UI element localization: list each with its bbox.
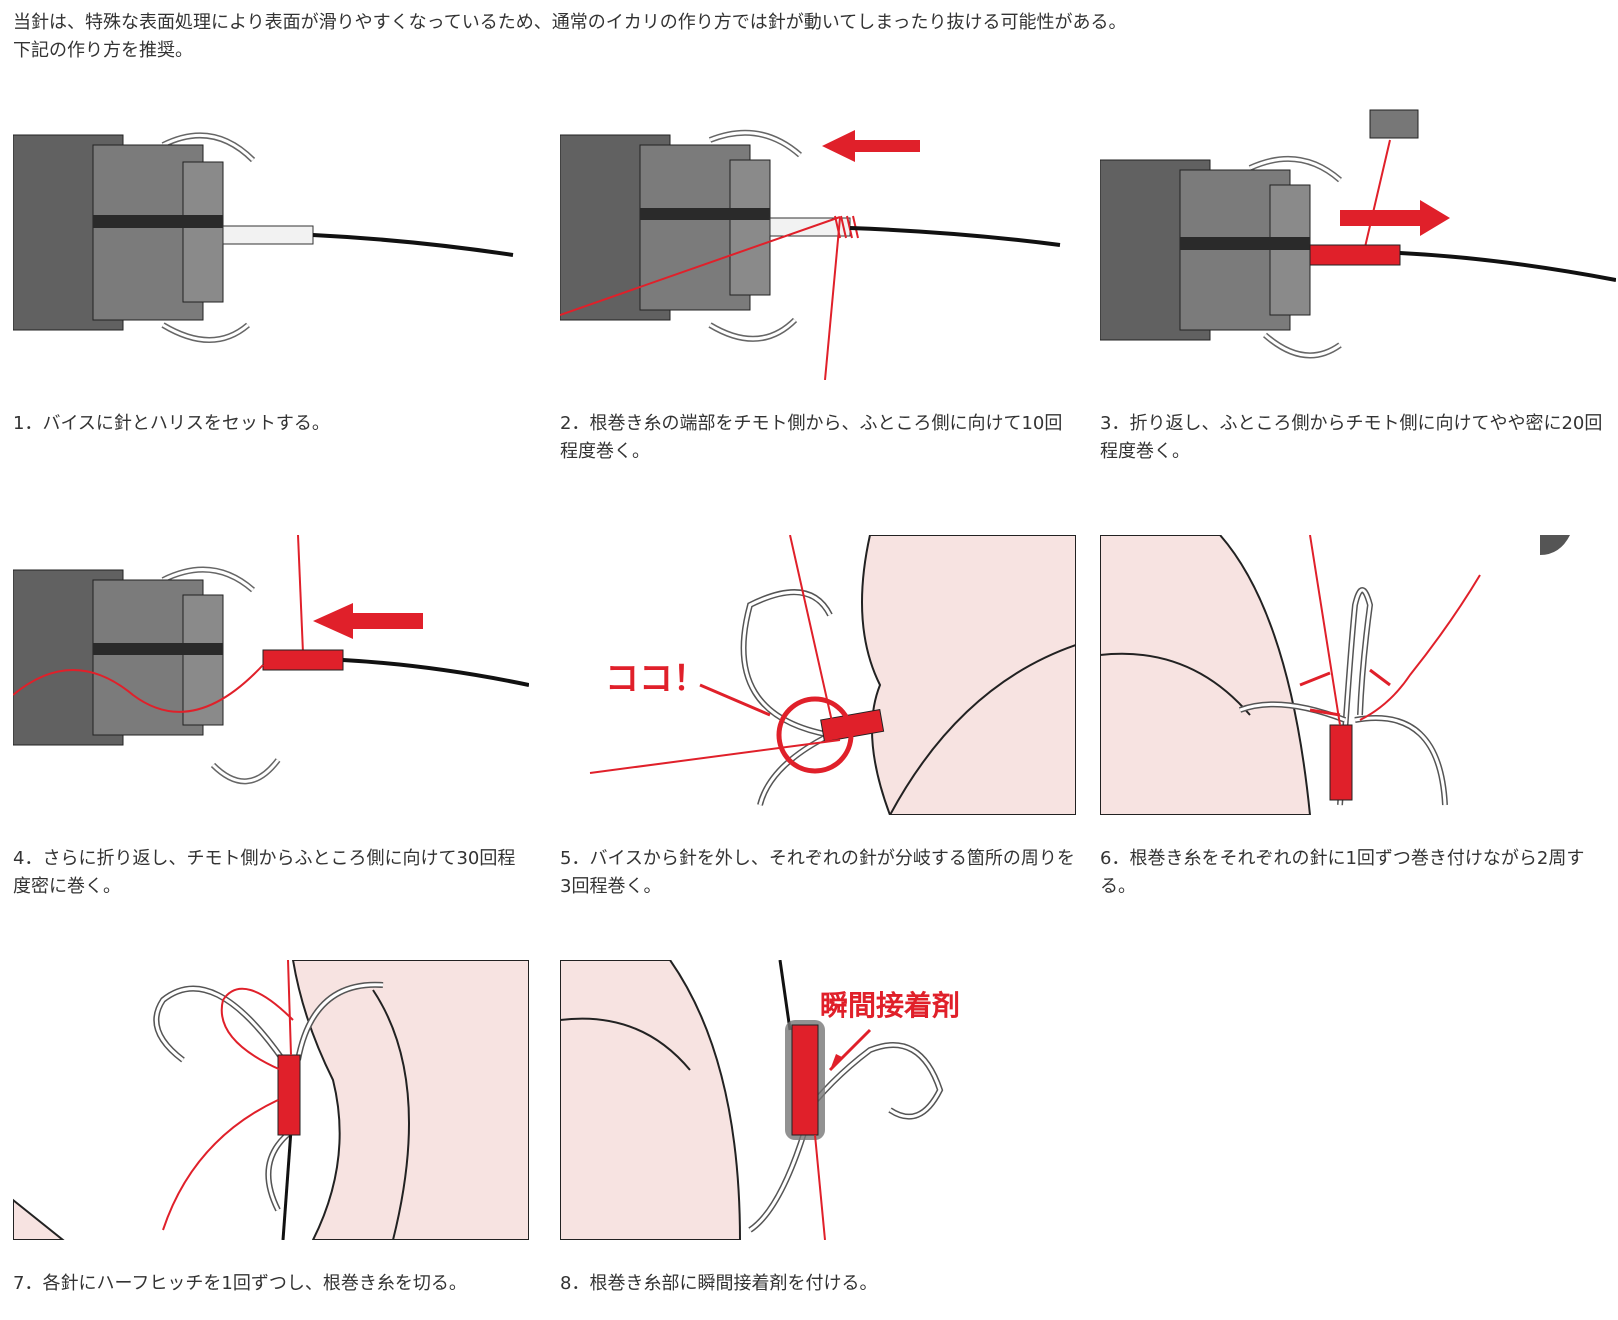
step-2-illustration: [560, 100, 1076, 380]
step-8-label: 瞬間接着剤: [820, 989, 960, 1022]
step-6-caption: 6．根巻き糸をそれぞれの針に1回ずつ巻き付けながら2周する。: [1100, 848, 1585, 897]
step-3: 3．折り返し、ふところ側からチモト側に向けてやや密に20回程度巻く。: [1100, 100, 1616, 466]
step-5: ココ！ 5．バイスから針を外し、それぞれの針が分岐する箇所の周りを3回程巻く。: [560, 535, 1076, 901]
step-8-illustration: 瞬間接着剤: [560, 960, 1076, 1240]
step-8: 瞬間接着剤 8．根巻き糸部に瞬間接着剤を付ける。: [560, 960, 1076, 1298]
step-7-caption: 7．各針にハーフヒッチを1回ずつし、根巻き糸を切る。: [13, 1273, 467, 1294]
step-6-illustration: [1100, 535, 1616, 815]
step-3-illustration: [1100, 100, 1616, 380]
intro-line-2: 下記の作り方を推奨。: [13, 40, 193, 61]
step-4-illustration: [13, 535, 529, 815]
step-7: 7．各針にハーフヒッチを1回ずつし、根巻き糸を切る。: [13, 960, 529, 1298]
step-2: 2．根巻き糸の端部をチモト側から、ふところ側に向けて10回程度巻く。: [560, 100, 1076, 466]
step-6: 6．根巻き糸をそれぞれの針に1回ずつ巻き付けながら2周する。: [1100, 535, 1616, 901]
step-2-caption: 2．根巻き糸の端部をチモト側から、ふところ側に向けて10回程度巻く。: [560, 413, 1063, 462]
step-5-caption: 5．バイスから針を外し、それぞれの針が分岐する箇所の周りを3回程巻く。: [560, 848, 1075, 897]
intro-line-1: 当針は、特殊な表面処理により表面が滑りやすくなっているため、通常のイカリの作り方…: [13, 12, 1127, 33]
step-8-caption: 8．根巻き糸部に瞬間接着剤を付ける。: [560, 1273, 878, 1294]
step-5-label: ココ！: [605, 659, 707, 699]
step-1-illustration: [13, 100, 529, 380]
step-7-illustration: [13, 960, 529, 1240]
step-4: 4．さらに折り返し、チモト側からふところ側に向けて30回程度密に巻く。: [13, 535, 529, 901]
step-5-illustration: ココ！: [560, 535, 1076, 815]
step-1: 1．バイスに針とハリスをセットする。: [13, 100, 529, 438]
step-4-caption: 4．さらに折り返し、チモト側からふところ側に向けて30回程度密に巻く。: [13, 848, 516, 897]
step-1-caption: 1．バイスに針とハリスをセットする。: [13, 413, 330, 434]
intro-text: 当針は、特殊な表面処理により表面が滑りやすくなっているため、通常のイカリの作り方…: [13, 9, 1573, 65]
step-3-caption: 3．折り返し、ふところ側からチモト側に向けてやや密に20回程度巻く。: [1100, 413, 1603, 462]
